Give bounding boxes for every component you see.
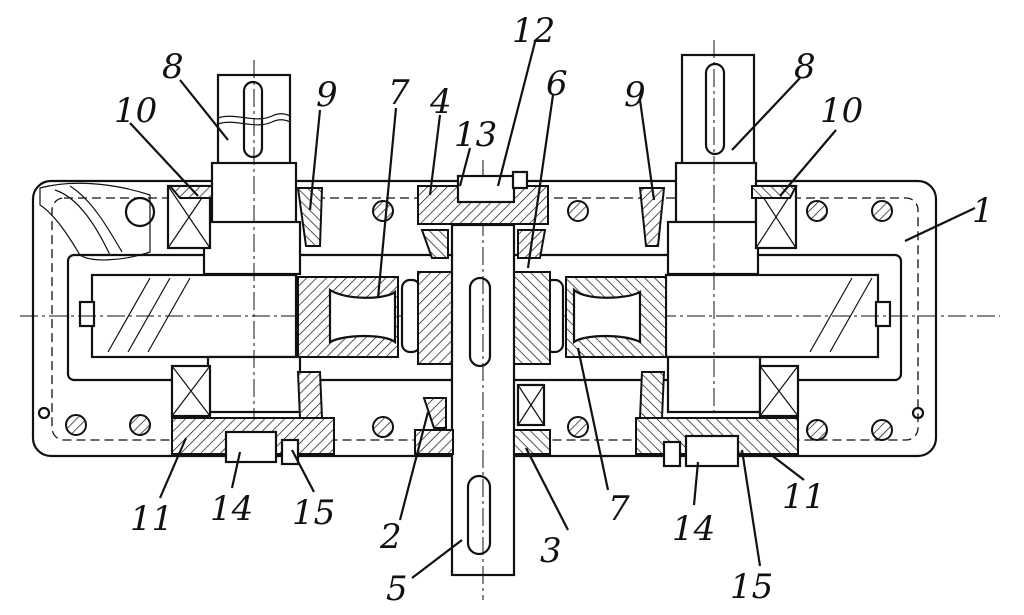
left-worm-wheel xyxy=(297,276,422,358)
callouts: 1 2 3 4 5 6 7 7 8 8 9 9 10 10 11 11 12 1… xyxy=(114,11,994,609)
right-bottom-screw xyxy=(662,440,682,468)
bolt xyxy=(806,419,828,441)
worm-end-right xyxy=(874,300,892,328)
callout-5: 5 xyxy=(386,569,408,609)
right-shaft-top xyxy=(680,53,756,167)
leader-lines xyxy=(129,41,976,579)
bolt xyxy=(372,416,394,438)
break-line xyxy=(217,113,291,120)
callout-13: 13 xyxy=(454,115,497,155)
bolt xyxy=(567,416,589,438)
right-bottom-plug xyxy=(684,434,740,468)
right-input-shaft xyxy=(635,40,800,468)
callout-8-left: 8 xyxy=(162,47,184,87)
bottom-cap-right xyxy=(513,429,551,455)
callout-10-left: 10 xyxy=(114,91,157,131)
central-gear-left xyxy=(417,271,455,365)
callout-1: 1 xyxy=(972,191,994,231)
callout-9-right: 9 xyxy=(624,75,646,115)
callout-8-right: 8 xyxy=(794,47,816,87)
callout-15-left: 15 xyxy=(292,493,335,533)
central-gear-right xyxy=(513,271,551,365)
housing-cutaway xyxy=(39,182,151,261)
housing-bolts xyxy=(37,200,925,441)
bolt xyxy=(567,200,589,222)
upper-bearing-left xyxy=(420,229,449,259)
callout-11-right: 11 xyxy=(782,477,825,517)
lifting-eye xyxy=(124,196,156,228)
right-worm-wheel xyxy=(543,276,667,358)
bolt xyxy=(871,419,893,441)
bottom-cap-left xyxy=(414,429,454,455)
right-shaft-key xyxy=(704,62,726,156)
left-tapered-bearing xyxy=(296,187,324,247)
callout-15-right: 15 xyxy=(730,567,773,607)
callout-7-left: 7 xyxy=(388,73,410,113)
left-shaft-body xyxy=(202,220,302,276)
left-bottom-screw xyxy=(280,438,300,466)
bolt xyxy=(65,414,87,436)
hole xyxy=(911,406,925,420)
right-shaft-body xyxy=(666,220,760,276)
callout-11-left: 11 xyxy=(130,499,173,539)
callout-2: 2 xyxy=(379,517,402,557)
right-shaft-collar xyxy=(674,161,758,225)
callout-14-left: 14 xyxy=(210,489,253,529)
wheel-web xyxy=(328,287,397,345)
left-input-shaft xyxy=(166,60,335,466)
callout-12: 12 xyxy=(512,11,555,51)
cutaway-rib xyxy=(54,185,123,256)
callout-10-right: 10 xyxy=(820,91,863,131)
bolt xyxy=(129,414,151,436)
callout-6: 6 xyxy=(546,64,568,104)
worm-end-left xyxy=(78,300,96,328)
central-gear-assembly xyxy=(414,160,551,600)
shaft-key-upper xyxy=(468,276,492,368)
callout-3: 3 xyxy=(540,531,562,571)
worm-shaft xyxy=(20,273,1000,359)
wheel-web xyxy=(572,287,642,345)
callout-7-right: 7 xyxy=(608,489,630,529)
callout-14-right: 14 xyxy=(672,509,715,549)
cap-plug xyxy=(456,174,516,204)
bolt xyxy=(871,200,893,222)
left-bottom-plug xyxy=(224,430,278,464)
bolt xyxy=(372,200,394,222)
lower-bearing-left xyxy=(422,397,447,429)
left-shaft-key xyxy=(242,80,264,159)
bolt xyxy=(806,200,828,222)
hole xyxy=(37,406,51,420)
shaft-key-lower xyxy=(466,474,492,556)
callout-9-left: 9 xyxy=(316,75,338,115)
callout-4: 4 xyxy=(429,82,452,122)
right-tapered-bearing xyxy=(638,187,666,247)
cap-screw xyxy=(511,170,529,190)
